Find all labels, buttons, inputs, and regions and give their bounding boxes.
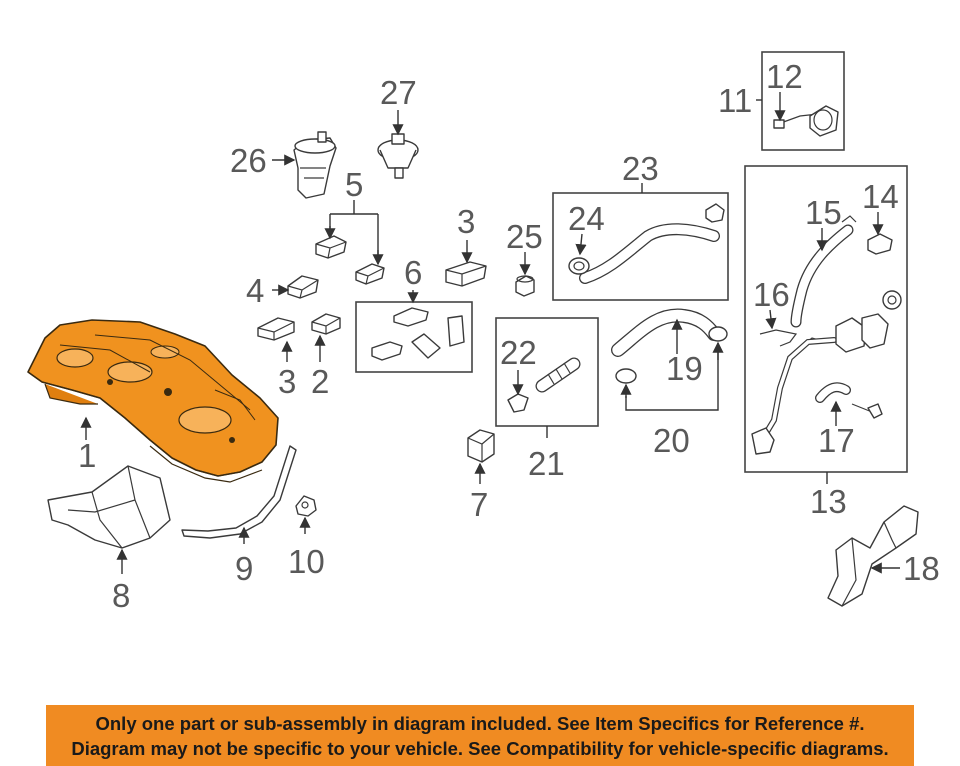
callout-5: 5 [345, 166, 363, 203]
fitting-part-25[interactable] [515, 275, 535, 297]
callout-21: 21 [528, 445, 565, 482]
fuel-pump-part-26[interactable] [293, 131, 337, 199]
callout-12: 12 [766, 58, 803, 95]
callout-15: 15 [805, 194, 842, 231]
fitting-part-22[interactable] [507, 393, 529, 413]
pipe-part-21[interactable] [535, 357, 581, 393]
fuel-door-part-12[interactable] [773, 105, 839, 137]
callout-11: 11 [718, 82, 752, 119]
callout-25: 25 [506, 218, 543, 255]
clamp-part-24[interactable] [568, 257, 590, 275]
callout-9: 9 [235, 550, 253, 587]
filler-pipe-part-23[interactable] [579, 203, 725, 284]
callout-labels: 1 2 3 3 4 5 6 7 8 9 10 11 12 13 14 15 16… [78, 58, 940, 614]
callout-17: 17 [818, 422, 855, 459]
callout-10: 10 [288, 543, 325, 580]
part-13-box [744, 165, 908, 473]
hose-part-17[interactable] [815, 382, 883, 419]
pad-part-4[interactable] [287, 275, 319, 299]
part-11-box [761, 51, 845, 151]
pad-part-3-lower[interactable] [257, 317, 295, 341]
callout-1: 1 [78, 437, 96, 474]
sender-part-27[interactable] [377, 133, 419, 179]
pad-part-2[interactable] [311, 313, 341, 335]
heat-shield-part-8[interactable] [47, 465, 171, 549]
bracket-part-18[interactable] [827, 505, 919, 607]
callout-19: 19 [666, 350, 703, 387]
callout-6: 6 [404, 254, 422, 291]
callout-3-lower: 3 [278, 363, 296, 400]
grommet-part-7[interactable] [467, 429, 495, 463]
strap-part-9[interactable] [181, 445, 297, 539]
clip-part-10[interactable] [295, 495, 317, 517]
leader-lines [80, 92, 900, 574]
callout-24: 24 [568, 200, 605, 237]
callout-7: 7 [470, 486, 488, 523]
pad-part-3-upper[interactable] [445, 261, 487, 287]
callout-22: 22 [500, 334, 537, 371]
callout-23: 23 [622, 150, 659, 187]
callout-20: 20 [653, 422, 690, 459]
clamps-part-20[interactable] [615, 326, 728, 384]
callout-2: 2 [311, 363, 329, 400]
callout-18: 18 [903, 550, 940, 587]
disclaimer-line-2: Diagram may not be specific to your vehi… [71, 738, 889, 759]
callout-14: 14 [862, 178, 899, 215]
vent-tube-part-13[interactable] [751, 290, 902, 455]
pad-part-5b[interactable] [355, 263, 385, 285]
part-23-box [552, 192, 729, 301]
pad-part-5a[interactable] [315, 235, 347, 259]
callout-8: 8 [112, 577, 130, 614]
callout-16: 16 [753, 276, 790, 313]
callout-4: 4 [246, 272, 264, 309]
callout-13: 13 [810, 483, 847, 520]
hose-part-15[interactable] [790, 224, 854, 328]
disclaimer-banner: Only one part or sub-assembly in diagram… [46, 705, 914, 766]
fuel-tank-part-1[interactable] [27, 319, 279, 483]
disclaimer-line-1: Only one part or sub-assembly in diagram… [95, 713, 865, 734]
pads-part-6[interactable] [371, 307, 465, 361]
hose-part-19[interactable] [611, 308, 721, 357]
callout-3-upper: 3 [457, 203, 475, 240]
callout-27: 27 [380, 74, 417, 111]
callout-26: 26 [230, 142, 267, 179]
